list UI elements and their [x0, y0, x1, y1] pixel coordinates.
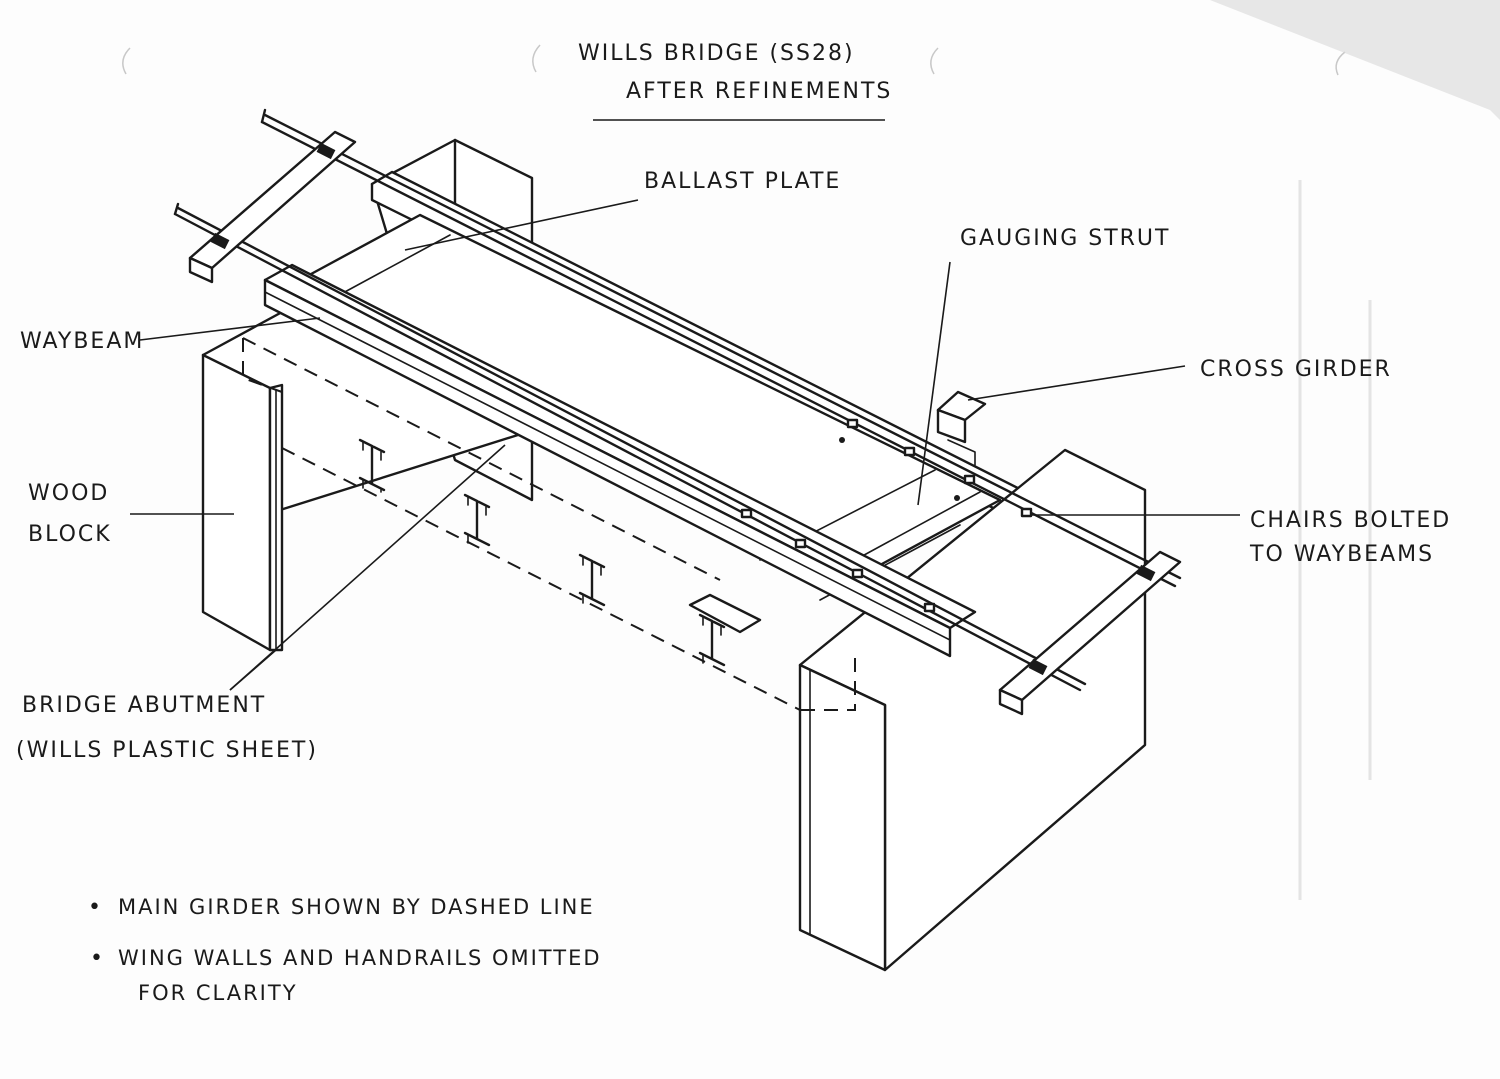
- page-artefacts: [122, 0, 1500, 900]
- left-abutment: [201, 303, 542, 652]
- note-2-line-1: WING WALLS AND HANDRAILS OMITTED: [118, 946, 602, 970]
- i-beam-symbols: [358, 438, 726, 667]
- note-1-line-1: MAIN GIRDER SHOWN BY DASHED LINE: [118, 895, 595, 919]
- label-abutment-2: (WILLS PLASTIC SHEET): [16, 738, 318, 763]
- cross-girder: [936, 390, 987, 466]
- label-chairs-2: TO WAYBEAMS: [1249, 542, 1434, 567]
- note-1-bullet: •: [88, 895, 103, 920]
- i-beam-4: [698, 613, 726, 667]
- i-beam-2: [463, 493, 491, 547]
- i-beam-1: [358, 438, 386, 493]
- label-wood-block-1: WOOD: [28, 481, 109, 506]
- chairs: [740, 418, 1033, 613]
- label-cross-girder: CROSS GIRDER: [1200, 357, 1392, 382]
- note-2-bullet: •: [90, 946, 105, 971]
- label-abutment-1: BRIDGE ABUTMENT: [22, 693, 266, 718]
- label-chairs-1: CHAIRS BOLTED: [1250, 508, 1451, 533]
- main-girder-dashed: [242, 337, 801, 711]
- title-line-2: AFTER REFINEMENTS: [626, 79, 892, 104]
- label-gauging-strut: GAUGING STRUT: [960, 226, 1170, 251]
- end-sleepers: [188, 130, 1182, 716]
- near-abutment: [798, 448, 1147, 972]
- title-line-1: WILLS BRIDGE (SS28): [578, 41, 855, 66]
- labels: WILLS BRIDGE (SS28) AFTER REFINEMENTS BA…: [16, 41, 1451, 763]
- label-waybeam: WAYBEAM: [20, 329, 144, 354]
- i-beam-3: [578, 553, 606, 607]
- label-ballast-plate: BALLAST PLATE: [644, 169, 841, 194]
- notes: • MAIN GIRDER SHOWN BY DASHED LINE • WIN…: [88, 895, 602, 1005]
- leader-lines: [130, 199, 1240, 691]
- note-2-line-2: FOR CLARITY: [138, 981, 298, 1005]
- label-wood-block-2: BLOCK: [28, 522, 112, 547]
